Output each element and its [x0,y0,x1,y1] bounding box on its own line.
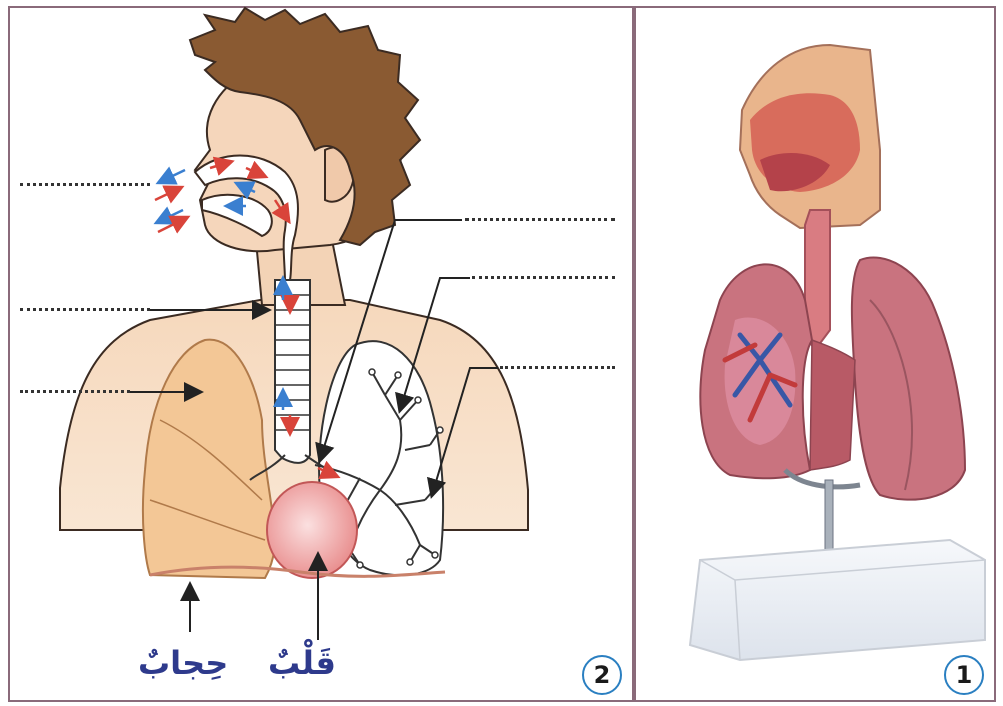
trachea [275,280,310,463]
panel-number-badge-1: 1 [944,655,984,695]
model-base [690,540,985,660]
panel-number-badge-2: 2 [582,655,622,695]
blank-line-alveoli[interactable] [500,366,615,369]
blank-line-nose[interactable] [20,183,150,186]
blank-line-bronchus[interactable] [465,218,615,221]
blank-line-lung[interactable] [20,390,130,393]
label-heart: قَلْبٌ [268,644,336,682]
model-lung-right [852,257,965,499]
heart-organ [267,482,357,578]
label-diaphragm: حِجابٌ [138,644,228,682]
blank-line-bronchiole[interactable] [472,276,615,279]
blank-line-trachea[interactable] [20,308,150,311]
model-stand-pole [825,480,833,560]
